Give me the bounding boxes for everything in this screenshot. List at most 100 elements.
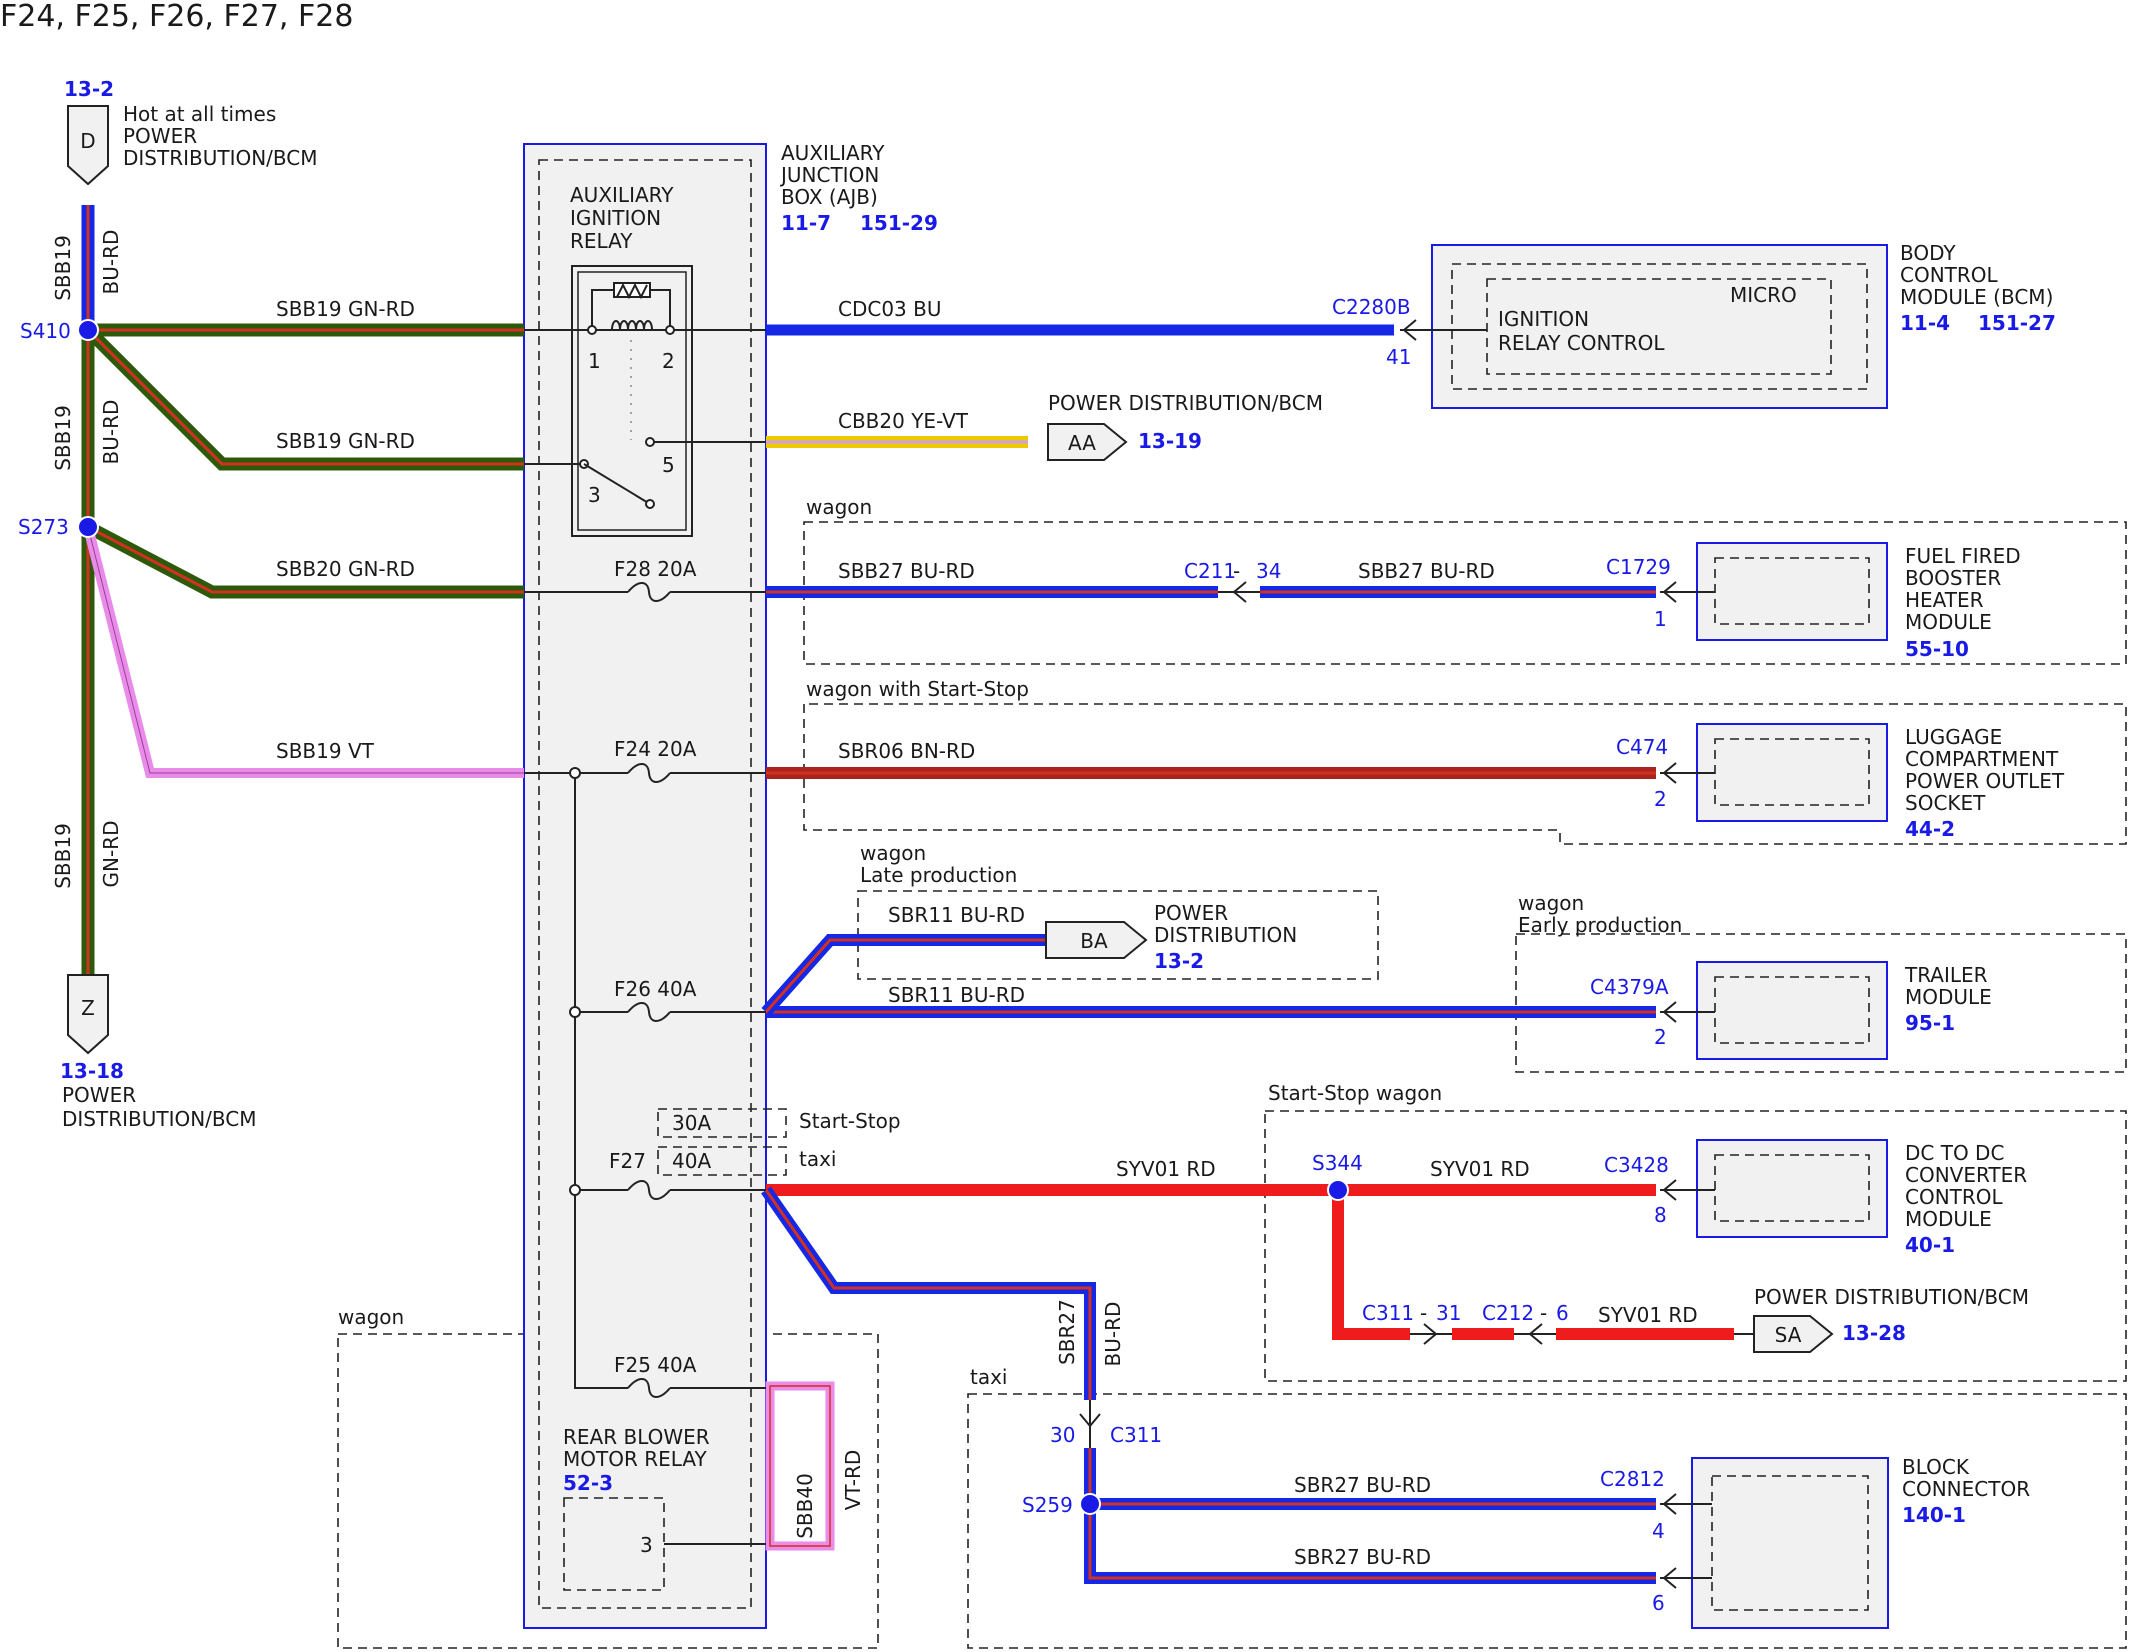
- connector-aa-shape[interactable]: [1047, 423, 1128, 461]
- zone-start-stop-wagon: [1264, 1110, 2127, 1382]
- fuel-name-2: BOOSTER: [1905, 566, 2001, 590]
- ajb-inner-boundary: [538, 159, 752, 1609]
- relay-pin-5: 5: [662, 453, 675, 477]
- wire-sbr11b-label: SBR11 BU-RD: [888, 983, 1025, 1007]
- fuel-connector: C1729: [1606, 555, 1671, 579]
- bcm-name-1: BODY: [1900, 241, 1956, 265]
- wire-v1-color: BU-RD: [99, 230, 123, 295]
- zone-taxi-label: taxi: [970, 1365, 1008, 1389]
- fuse-f27-note-1: Start-Stop: [799, 1109, 901, 1133]
- wire-v1-circuit: SBB19: [51, 235, 75, 301]
- dcdc-name-2: CONVERTER: [1905, 1163, 2027, 1187]
- trailer-pin: 2: [1654, 1025, 1667, 1049]
- wire-v3-circuit: SBB19: [51, 823, 75, 889]
- wire-sbb19-vt-edge: [87, 526, 524, 774]
- splice-s410-label: S410: [20, 319, 71, 343]
- connector-ba-ref[interactable]: 13-2: [1154, 949, 1204, 973]
- connector-z-pin: Z: [81, 996, 95, 1020]
- f27-option-30a: [657, 1108, 787, 1138]
- zone-luggage: [803, 703, 2127, 845]
- wire-v2-color: BU-RD: [99, 400, 123, 465]
- relay-coil: [587, 282, 675, 440]
- wire-w4-label: SBB19 VT: [276, 739, 375, 763]
- splice-s410[interactable]: [77, 319, 99, 341]
- bcm-pin: 41: [1386, 345, 1411, 369]
- connector-aa-label: POWER DISTRIBUTION/BCM: [1048, 391, 1323, 415]
- dcdc-c212-dash: -: [1540, 1301, 1547, 1325]
- wire-sbr27-circuit: SBR27: [1055, 1299, 1079, 1365]
- trailer-ref[interactable]: 95-1: [1905, 1011, 1955, 1035]
- fuel-c211-dash: -: [1233, 559, 1240, 583]
- connector-sa-ref[interactable]: 13-28: [1842, 1321, 1906, 1345]
- connector-d-desc1: Hot at all times: [123, 102, 276, 126]
- splice-s344[interactable]: [1327, 1179, 1349, 1201]
- dcdc-name-3: CONTROL: [1905, 1185, 2004, 1209]
- bcm-name-3: MODULE (BCM): [1900, 285, 2053, 309]
- wire-sbr27-taxi: [761, 1186, 1096, 1400]
- wire-sbb40: [765, 1381, 835, 1551]
- ajb-internal-lines: [524, 329, 766, 1545]
- block-connector-box: [1691, 1457, 1889, 1629]
- splice-s273[interactable]: [77, 516, 99, 538]
- connector-d-shape[interactable]: [67, 105, 109, 186]
- luggage-name-4: SOCKET: [1905, 791, 1986, 815]
- bcm-ref-1[interactable]: 11-4: [1900, 311, 1950, 335]
- splice-s259-label: S259: [1022, 1493, 1073, 1517]
- connector-aa-ref[interactable]: 13-19: [1138, 429, 1202, 453]
- fuel-name-4: MODULE: [1905, 610, 1992, 634]
- wire-w2-label: SBB19 GN-RD: [276, 429, 415, 453]
- connector-z-ref[interactable]: 13-18: [60, 1059, 124, 1083]
- connector-z-shape[interactable]: [67, 974, 109, 1055]
- connector-z-desc2: DISTRIBUTION/BCM: [62, 1107, 257, 1131]
- zone-trailer-label-1: wagon: [1518, 891, 1584, 915]
- luggage-ref[interactable]: 44-2: [1905, 817, 1955, 841]
- rear-blower-relay-box: [563, 1497, 665, 1591]
- wire-sbb20-f28: [84, 521, 524, 599]
- fuel-ref[interactable]: 55-10: [1905, 637, 1969, 661]
- zone-late-label-1: wagon: [860, 841, 926, 865]
- splice-s259[interactable]: [1079, 1493, 1101, 1515]
- connector-d-ref[interactable]: 13-2: [64, 77, 114, 101]
- relay-switch: [579, 437, 655, 509]
- aux-junction-box: [523, 143, 767, 1629]
- dcdc-c311: C311: [1362, 1301, 1414, 1325]
- wire-sbb40-color: VT-RD: [841, 1450, 865, 1511]
- fuse-symbols: [569, 582, 671, 1398]
- dcdc-pin: 8: [1654, 1203, 1667, 1227]
- wire-w3-label: SBB20 GN-RD: [276, 557, 415, 581]
- wire-sbr06-label: SBR06 BN-RD: [838, 739, 975, 763]
- connector-aa-pin: AA: [1068, 431, 1096, 455]
- dcdc-ref[interactable]: 40-1: [1905, 1233, 1955, 1257]
- ajb-ref-2[interactable]: 151-29: [860, 211, 938, 235]
- luggage-pin: 2: [1654, 787, 1667, 811]
- bcm-connector: C2280B: [1332, 295, 1411, 319]
- wire-sbr11a-label: SBR11 BU-RD: [888, 903, 1025, 927]
- wire-sbr11-ba: [761, 934, 1046, 1016]
- dcdc-connector: C3428: [1604, 1153, 1669, 1177]
- dcdc-c311-pin: 31: [1436, 1301, 1461, 1325]
- bcm-ref-2[interactable]: 151-27: [1978, 311, 2056, 335]
- zone-wagon-label: wagon: [338, 1305, 404, 1329]
- taxi-c311: C311: [1110, 1423, 1162, 1447]
- relay-pin-1: 1: [588, 349, 601, 373]
- connector-d-desc2: POWER: [123, 124, 197, 148]
- relay-name-1: AUXILIARY: [570, 183, 674, 207]
- wire-sbb19-relay-pin3: [83, 325, 524, 471]
- wire-sbb40-circuit: SBB40: [793, 1473, 817, 1539]
- rear-blower-ref[interactable]: 52-3: [563, 1471, 613, 1495]
- wire-v3-color: GN-RD: [99, 821, 123, 888]
- ajb-ref-1[interactable]: 11-7: [781, 211, 831, 235]
- luggage-name-1: LUGGAGE: [1905, 725, 2002, 749]
- relay-pin-3: 3: [588, 483, 601, 507]
- block-connector-ref[interactable]: 140-1: [1902, 1503, 1966, 1527]
- connector-ba-label-1: POWER: [1154, 901, 1228, 925]
- block-connector-name-2: CONNECTOR: [1902, 1477, 2030, 1501]
- connector-sa-shape[interactable]: [1753, 1315, 1834, 1353]
- bcm-ctrl-1: IGNITION: [1498, 307, 1589, 331]
- wire-sbr27c-label: SBR27 BU-RD: [1294, 1473, 1431, 1497]
- zone-luggage-label: wagon with Start-Stop: [806, 677, 1029, 701]
- fuel-c211-pin: 34: [1256, 559, 1281, 583]
- connector-ba-shape[interactable]: [1045, 921, 1148, 959]
- wire-syv01-sa: [1332, 1190, 1734, 1340]
